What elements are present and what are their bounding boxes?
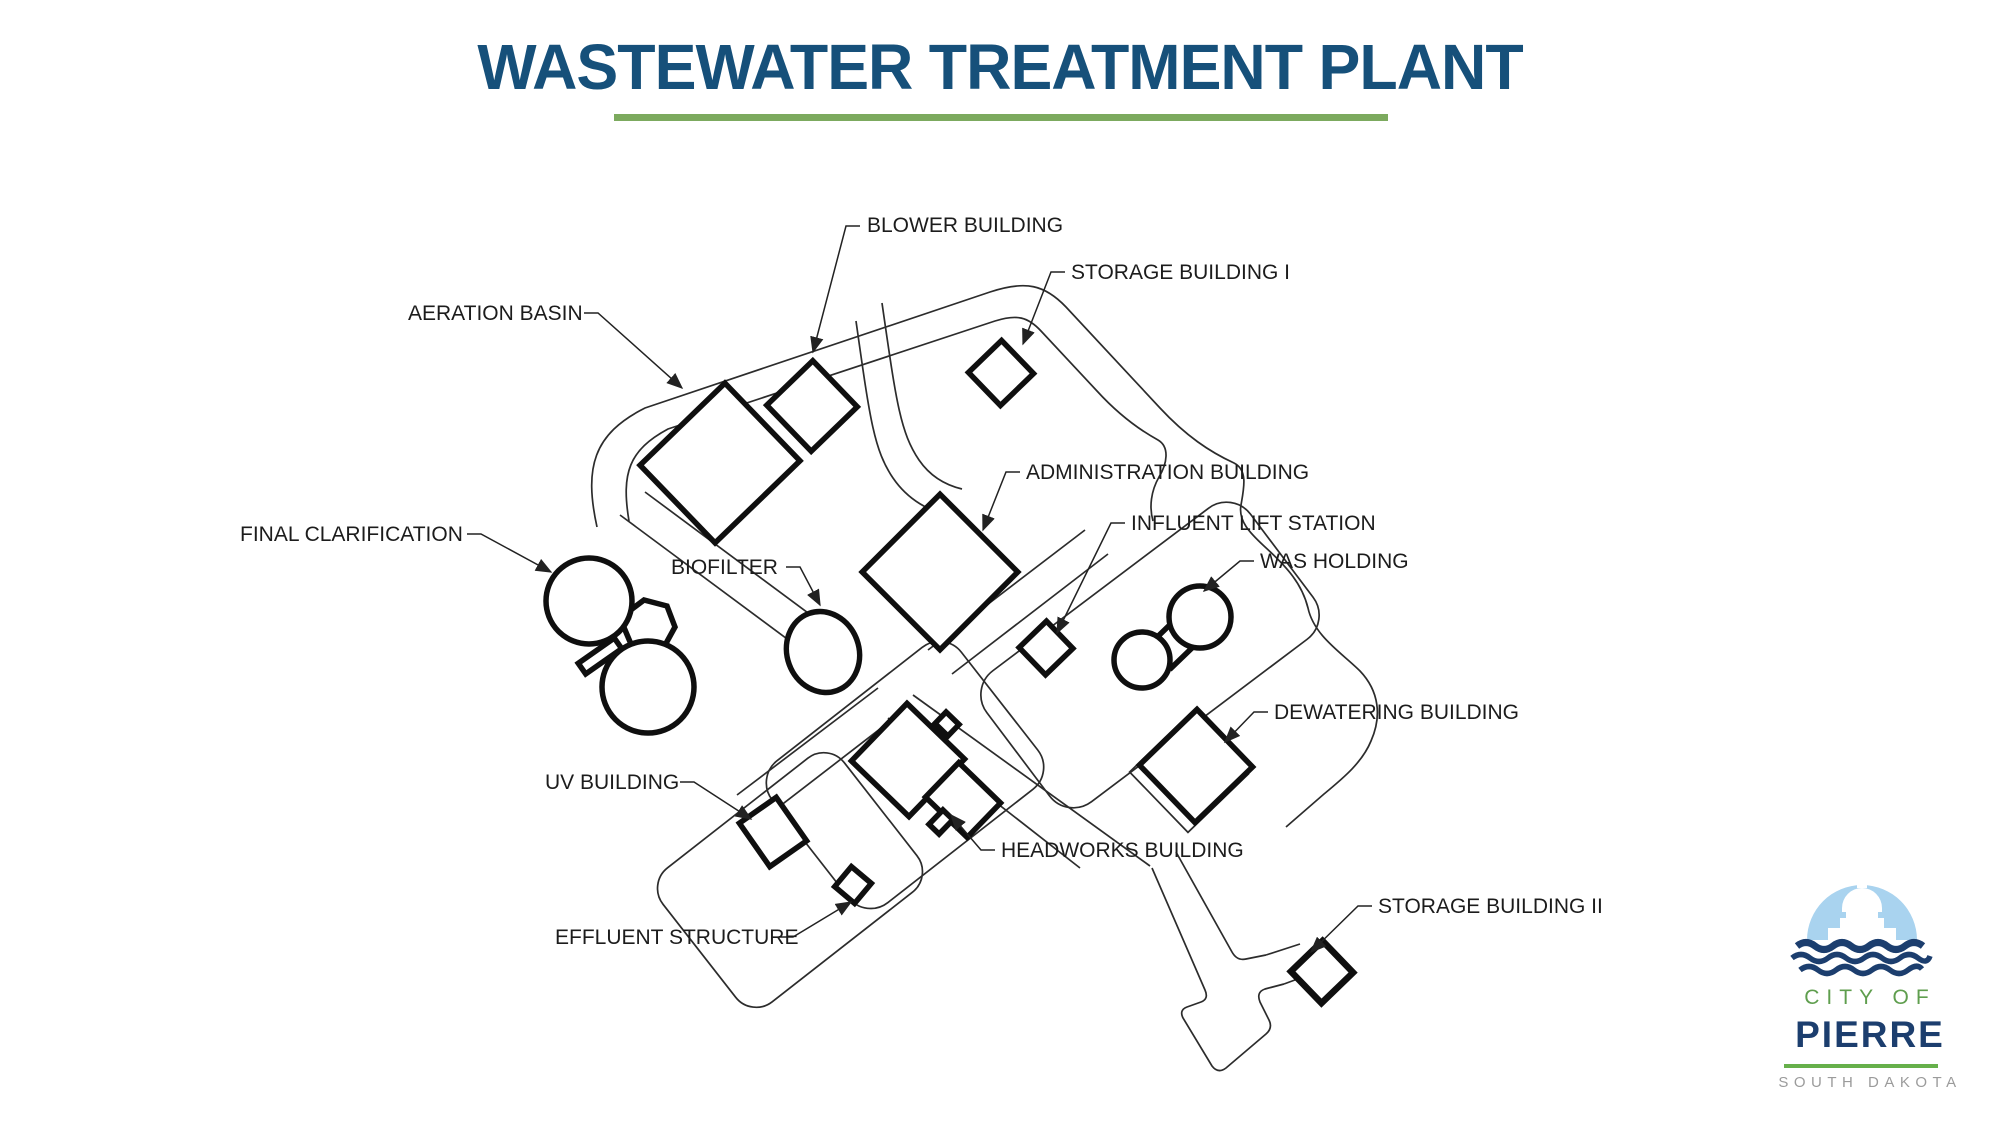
title-underline	[614, 114, 1388, 121]
label-administration-building: ADMINISTRATION BUILDING	[1026, 461, 1310, 484]
leader-blower	[810, 225, 860, 354]
outfall-channel-line	[1151, 867, 1285, 1072]
leader-uv	[680, 781, 753, 820]
cross-road-line	[951, 553, 1109, 675]
leader-lines	[467, 225, 1372, 954]
structures	[543, 336, 1358, 1008]
administration-building-shape	[858, 490, 1022, 654]
leader-was	[1202, 560, 1254, 592]
label-dewatering-building: DEWATERING BUILDING	[1274, 701, 1520, 724]
final-clarifier-2-shape	[599, 638, 697, 736]
headworks-notch-shape	[931, 708, 963, 740]
label-final-clarification: FINAL CLARIFICATION	[240, 523, 463, 546]
was-holding-tank-1-shape	[1166, 583, 1234, 651]
outfall-channel-line	[1175, 851, 1267, 961]
logo-city-of-text: CITY OF	[1804, 986, 1936, 1009]
biofilter-shape	[783, 608, 863, 696]
logo-state-text: SOUTH DAKOTA	[1778, 1074, 1962, 1091]
north-access-road-line	[881, 302, 963, 490]
logo-pierre-text: PIERRE	[1795, 1014, 1945, 1055]
leader-influent	[1056, 522, 1125, 635]
outer-boundary-line	[590, 284, 1379, 828]
storage2-stub-line	[1265, 943, 1301, 956]
logo-green-rule	[1784, 1064, 1938, 1068]
headworks-tab-shape	[925, 806, 957, 838]
label-uv-building: UV BUILDING	[545, 771, 680, 794]
label-was-holding: WAS HOLDING	[1260, 550, 1409, 573]
label-biofilter: BIOFILTER	[671, 556, 778, 579]
leader-storage2	[1309, 905, 1372, 954]
influent-lift-station-shape	[1015, 617, 1077, 679]
was-holding-tank-2-shape	[1111, 629, 1173, 691]
final-clarification-chute-shape	[574, 634, 626, 678]
label-storage-building-1: STORAGE BUILDING I	[1071, 261, 1290, 284]
leader-biofilter	[786, 566, 821, 607]
label-effluent-structure: EFFLUENT STRUCTURE	[555, 926, 799, 949]
leader-finalclar	[467, 533, 553, 573]
label-blower-building: BLOWER BUILDING	[867, 214, 1064, 237]
label-influent-lift-station: INFLUENT LIFT STATION	[1131, 512, 1376, 535]
storage-building-2-shape	[1286, 936, 1358, 1008]
label-aeration-basin: AERATION BASIN	[408, 302, 583, 325]
final-clarifier-1-shape	[543, 555, 635, 647]
leader-aeration	[584, 312, 684, 389]
blower-building-shape	[762, 356, 862, 456]
leader-effluent	[779, 901, 853, 938]
leader-dewatering	[1223, 711, 1268, 744]
city-of-pierre-logo: CITY OF PIERRE SOUTH DAKOTA	[1770, 868, 1970, 1098]
effluent-structure-shape	[830, 862, 876, 908]
label-storage-building-2: STORAGE BUILDING II	[1378, 895, 1603, 918]
page-title: WASTEWATER TREATMENT PLANT	[477, 31, 1523, 103]
inner-boundary-line	[625, 316, 1167, 522]
headworks-block-outline	[765, 640, 1045, 910]
dewatering-building-shape	[1135, 705, 1257, 827]
capitol-dome-icon	[1790, 872, 1933, 977]
label-headworks-building: HEADWORKS BUILDING	[1001, 839, 1244, 862]
leader-admin	[982, 471, 1020, 532]
storage-building-1-shape	[964, 336, 1038, 410]
aeration-basin-shape	[636, 379, 804, 547]
leader-storage1	[1022, 271, 1065, 346]
cross-road-line	[736, 687, 879, 796]
uv-building-shape	[735, 793, 811, 871]
leader-headworks	[950, 813, 995, 851]
